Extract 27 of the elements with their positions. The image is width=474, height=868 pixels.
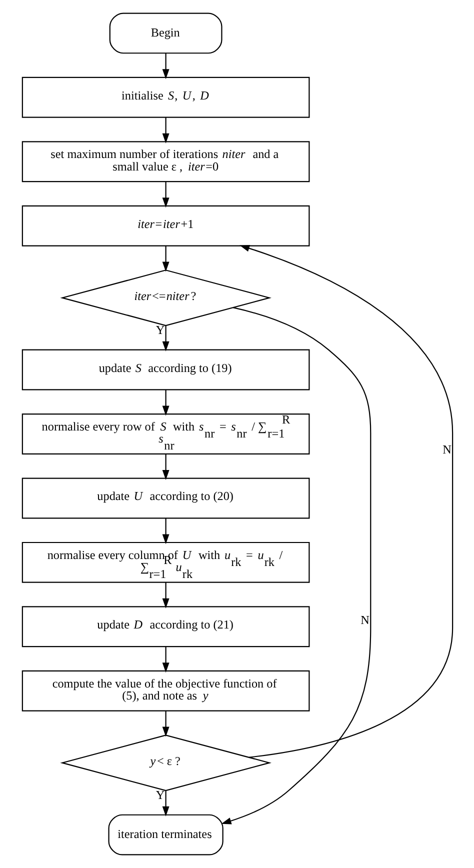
arrow: [162, 711, 169, 737]
node-box: initialise S, U, D: [21, 76, 310, 118]
node-box: update D according to (21): [21, 606, 310, 648]
node-box: Begin: [108, 12, 222, 54]
arrow: [162, 582, 169, 608]
node-box: iter=iter+1: [21, 205, 310, 246]
arrow: [162, 454, 169, 480]
arrow: [162, 246, 169, 272]
node-box: compute the value of the objective function of (5), and note as y: [21, 670, 310, 712]
arrow: [239, 244, 453, 758]
edge-label: N: [442, 442, 451, 457]
node-box: update S according to (19): [21, 349, 310, 390]
arrow: [162, 326, 169, 352]
node-box: iteration terminates: [108, 814, 223, 856]
node-box: set maximum number of iterations niter and a small value ε , iter=0: [21, 141, 310, 182]
edge-label: N: [360, 613, 369, 628]
arrow: [162, 182, 169, 208]
arrow: [162, 790, 169, 816]
node-box: update U according to (20): [21, 478, 310, 519]
arrow: [162, 117, 169, 144]
node-diamond: y< ε ?: [60, 734, 271, 792]
arrow: [162, 518, 169, 544]
arrow: [162, 646, 169, 673]
arrow: [162, 390, 169, 416]
node-diamond: iter<=niter?: [60, 270, 271, 326]
arrow: [220, 307, 371, 824]
arrow: [162, 53, 169, 80]
